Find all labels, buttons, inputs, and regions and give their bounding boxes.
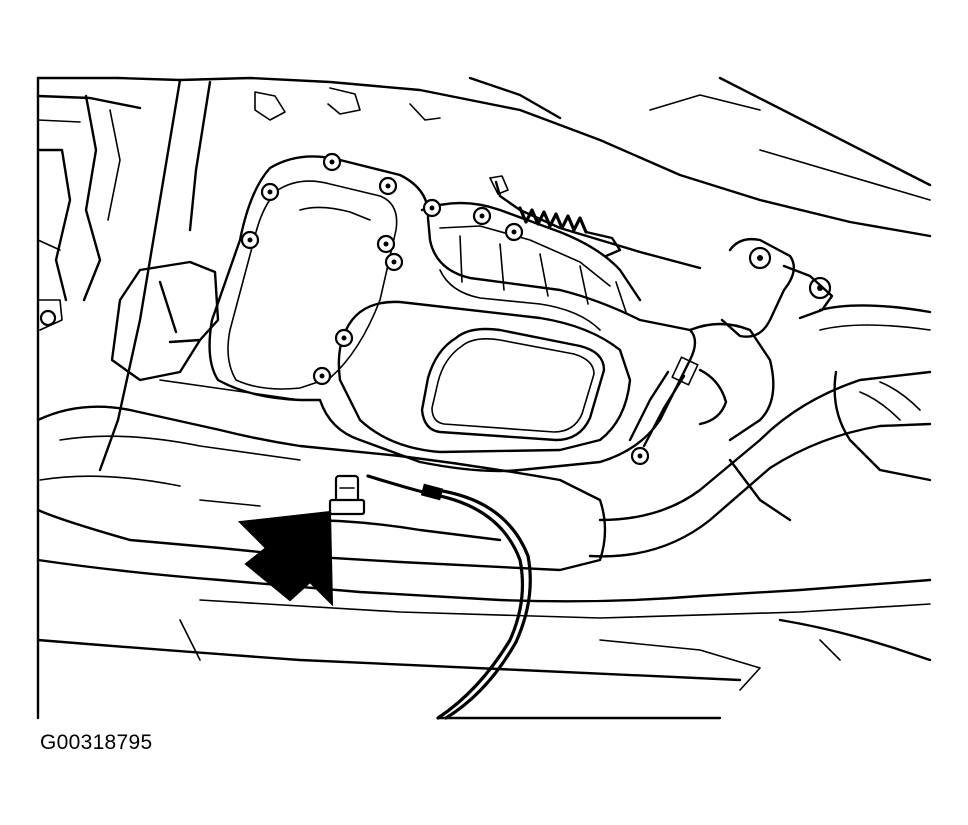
transmission-pan xyxy=(208,155,697,473)
drain-plug xyxy=(328,474,366,516)
frame-lines xyxy=(36,76,722,720)
figure-id-label: G00318795 xyxy=(40,731,153,754)
exhaust-system xyxy=(588,237,932,558)
pan-bolts xyxy=(240,152,650,466)
shift-cable xyxy=(489,175,702,270)
floor-pan xyxy=(36,76,932,472)
lower-structure xyxy=(36,405,932,691)
linkage-rod xyxy=(628,356,699,448)
arrow-pointer-icon xyxy=(237,510,334,607)
left-mount xyxy=(37,260,301,401)
sensor-wire xyxy=(366,474,532,720)
